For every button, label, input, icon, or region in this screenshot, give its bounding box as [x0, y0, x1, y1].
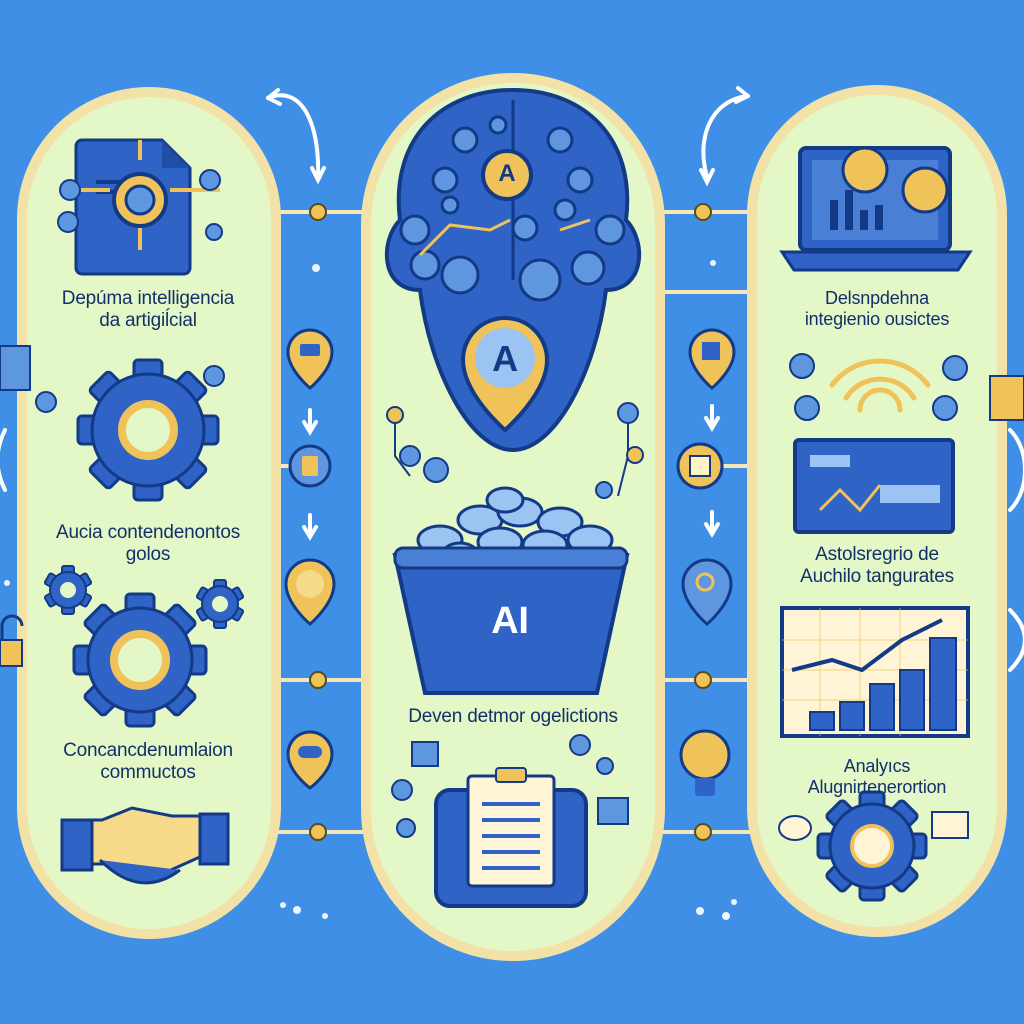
shield-pin-icon	[286, 730, 334, 790]
image-frame-icon	[676, 442, 724, 490]
wifi-icon	[829, 358, 931, 413]
right-label-1-line-1: Delsnpdehna	[825, 288, 929, 308]
right-label-1-line-2: integienio ousictes	[804, 308, 950, 329]
gear-icon	[43, 565, 93, 615]
right-label-3-line-1: Analyıcs	[843, 756, 911, 776]
people-icon	[789, 353, 968, 421]
right-label-3-line-2: Alugnirtenerortion	[807, 776, 947, 797]
bar-chart-icon	[780, 606, 970, 738]
head-badge-top-letter: A	[498, 160, 516, 187]
left-label-1-line-1: Depúma intelligencia	[61, 288, 235, 309]
handshake-icon	[60, 806, 230, 885]
laptop-icon	[779, 146, 973, 272]
head-badge-main-letter: A	[492, 338, 518, 379]
left-label-2: Aucia contendenontos golos	[40, 522, 256, 566]
gear-icon	[72, 592, 208, 728]
right-label-2-line-1: Astolsregrio de	[815, 544, 939, 565]
panel-left	[17, 87, 281, 939]
background-dots	[4, 260, 737, 920]
search-pin-icon	[681, 558, 733, 626]
left-label-1: Depúma intelligencia da artigiĺcial	[40, 288, 256, 332]
left-label-2-line-2: golos	[125, 543, 171, 565]
center-label-1: Deven detmor ogelictions	[408, 706, 618, 727]
small-icons	[391, 734, 629, 838]
left-label-2-line-1: Aucia contendenontos	[55, 522, 241, 543]
left-label-3-line-1: Concancdenumlaion	[63, 740, 233, 761]
map-pin-icon	[284, 558, 336, 626]
small-icons	[778, 375, 1024, 841]
left-label-3-line-2: commuctos	[100, 761, 196, 783]
left-label-3: Concancdenumlaion commuctos	[40, 740, 256, 784]
gear-icon	[816, 790, 928, 902]
bowl-label: AI	[491, 600, 529, 642]
location-pin-icon	[286, 328, 334, 390]
right-label-2: Astolsregrio de Auchilo tangurates	[768, 544, 986, 588]
left-label-1-line-2: da artigiĺcial	[99, 309, 197, 331]
clipboard-icon	[434, 767, 588, 908]
map-marker-icon	[460, 315, 550, 433]
right-label-2-line-2: Auchilo tangurates	[800, 565, 954, 587]
presentation-board-icon	[793, 438, 955, 534]
head-badge-top	[481, 149, 533, 201]
branch-nodes	[386, 402, 644, 499]
brain-head-icon	[385, 87, 641, 453]
gear-icon	[195, 579, 245, 629]
location-pin-icon	[688, 328, 736, 390]
curved-arrows	[0, 86, 1024, 672]
people-icon	[0, 345, 225, 413]
bowl-icon	[392, 486, 630, 695]
right-label-3: Analyıcs Alugnirtenerortion	[768, 756, 986, 797]
gear-icon	[76, 358, 220, 502]
lightbulb-icon	[679, 729, 731, 796]
network-node-icon	[57, 140, 223, 250]
right-label-1: Delsnpdehna integienio ousictes	[768, 288, 986, 329]
lock-icon	[0, 614, 24, 667]
